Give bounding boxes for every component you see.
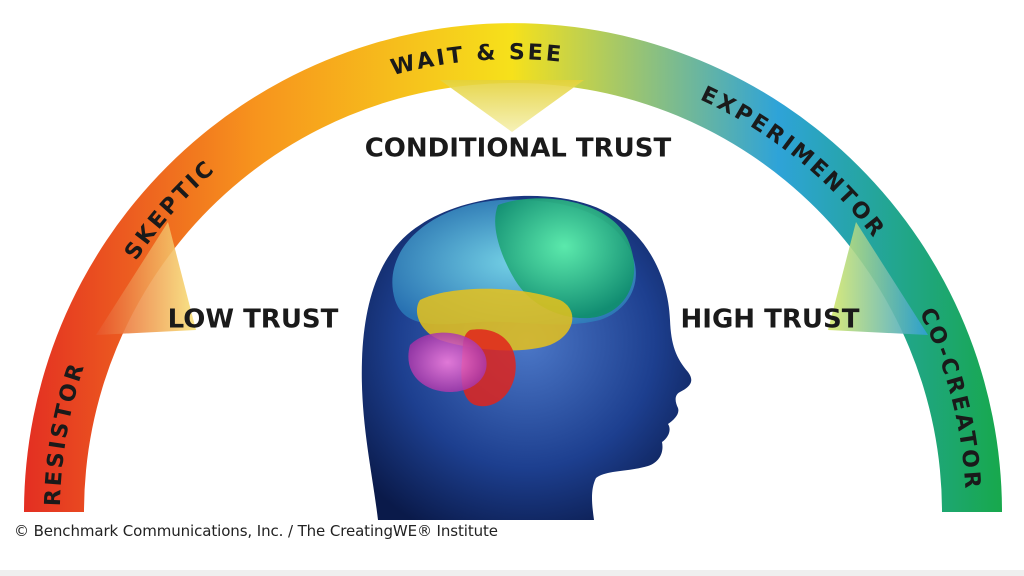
low-trust-label: LOW TRUST <box>168 305 339 335</box>
conditional-trust-pointer <box>440 80 584 132</box>
trust-spectrum-arc <box>24 23 1002 513</box>
conditional-trust-label: CONDITIONAL TRUST <box>365 134 672 164</box>
high-trust-pointer <box>828 222 928 335</box>
low-trust-pointer <box>96 222 196 335</box>
stage-label-experimentor: EXPERIMENTOR <box>697 82 887 244</box>
bottom-divider <box>0 570 1024 576</box>
copyright-notice: © Benchmark Communications, Inc. / The C… <box>14 522 498 540</box>
svg-text:EXPERIMENTOR: EXPERIMENTOR <box>697 82 890 244</box>
human-head-brain-icon <box>361 195 692 520</box>
high-trust-label: HIGH TRUST <box>681 305 860 335</box>
